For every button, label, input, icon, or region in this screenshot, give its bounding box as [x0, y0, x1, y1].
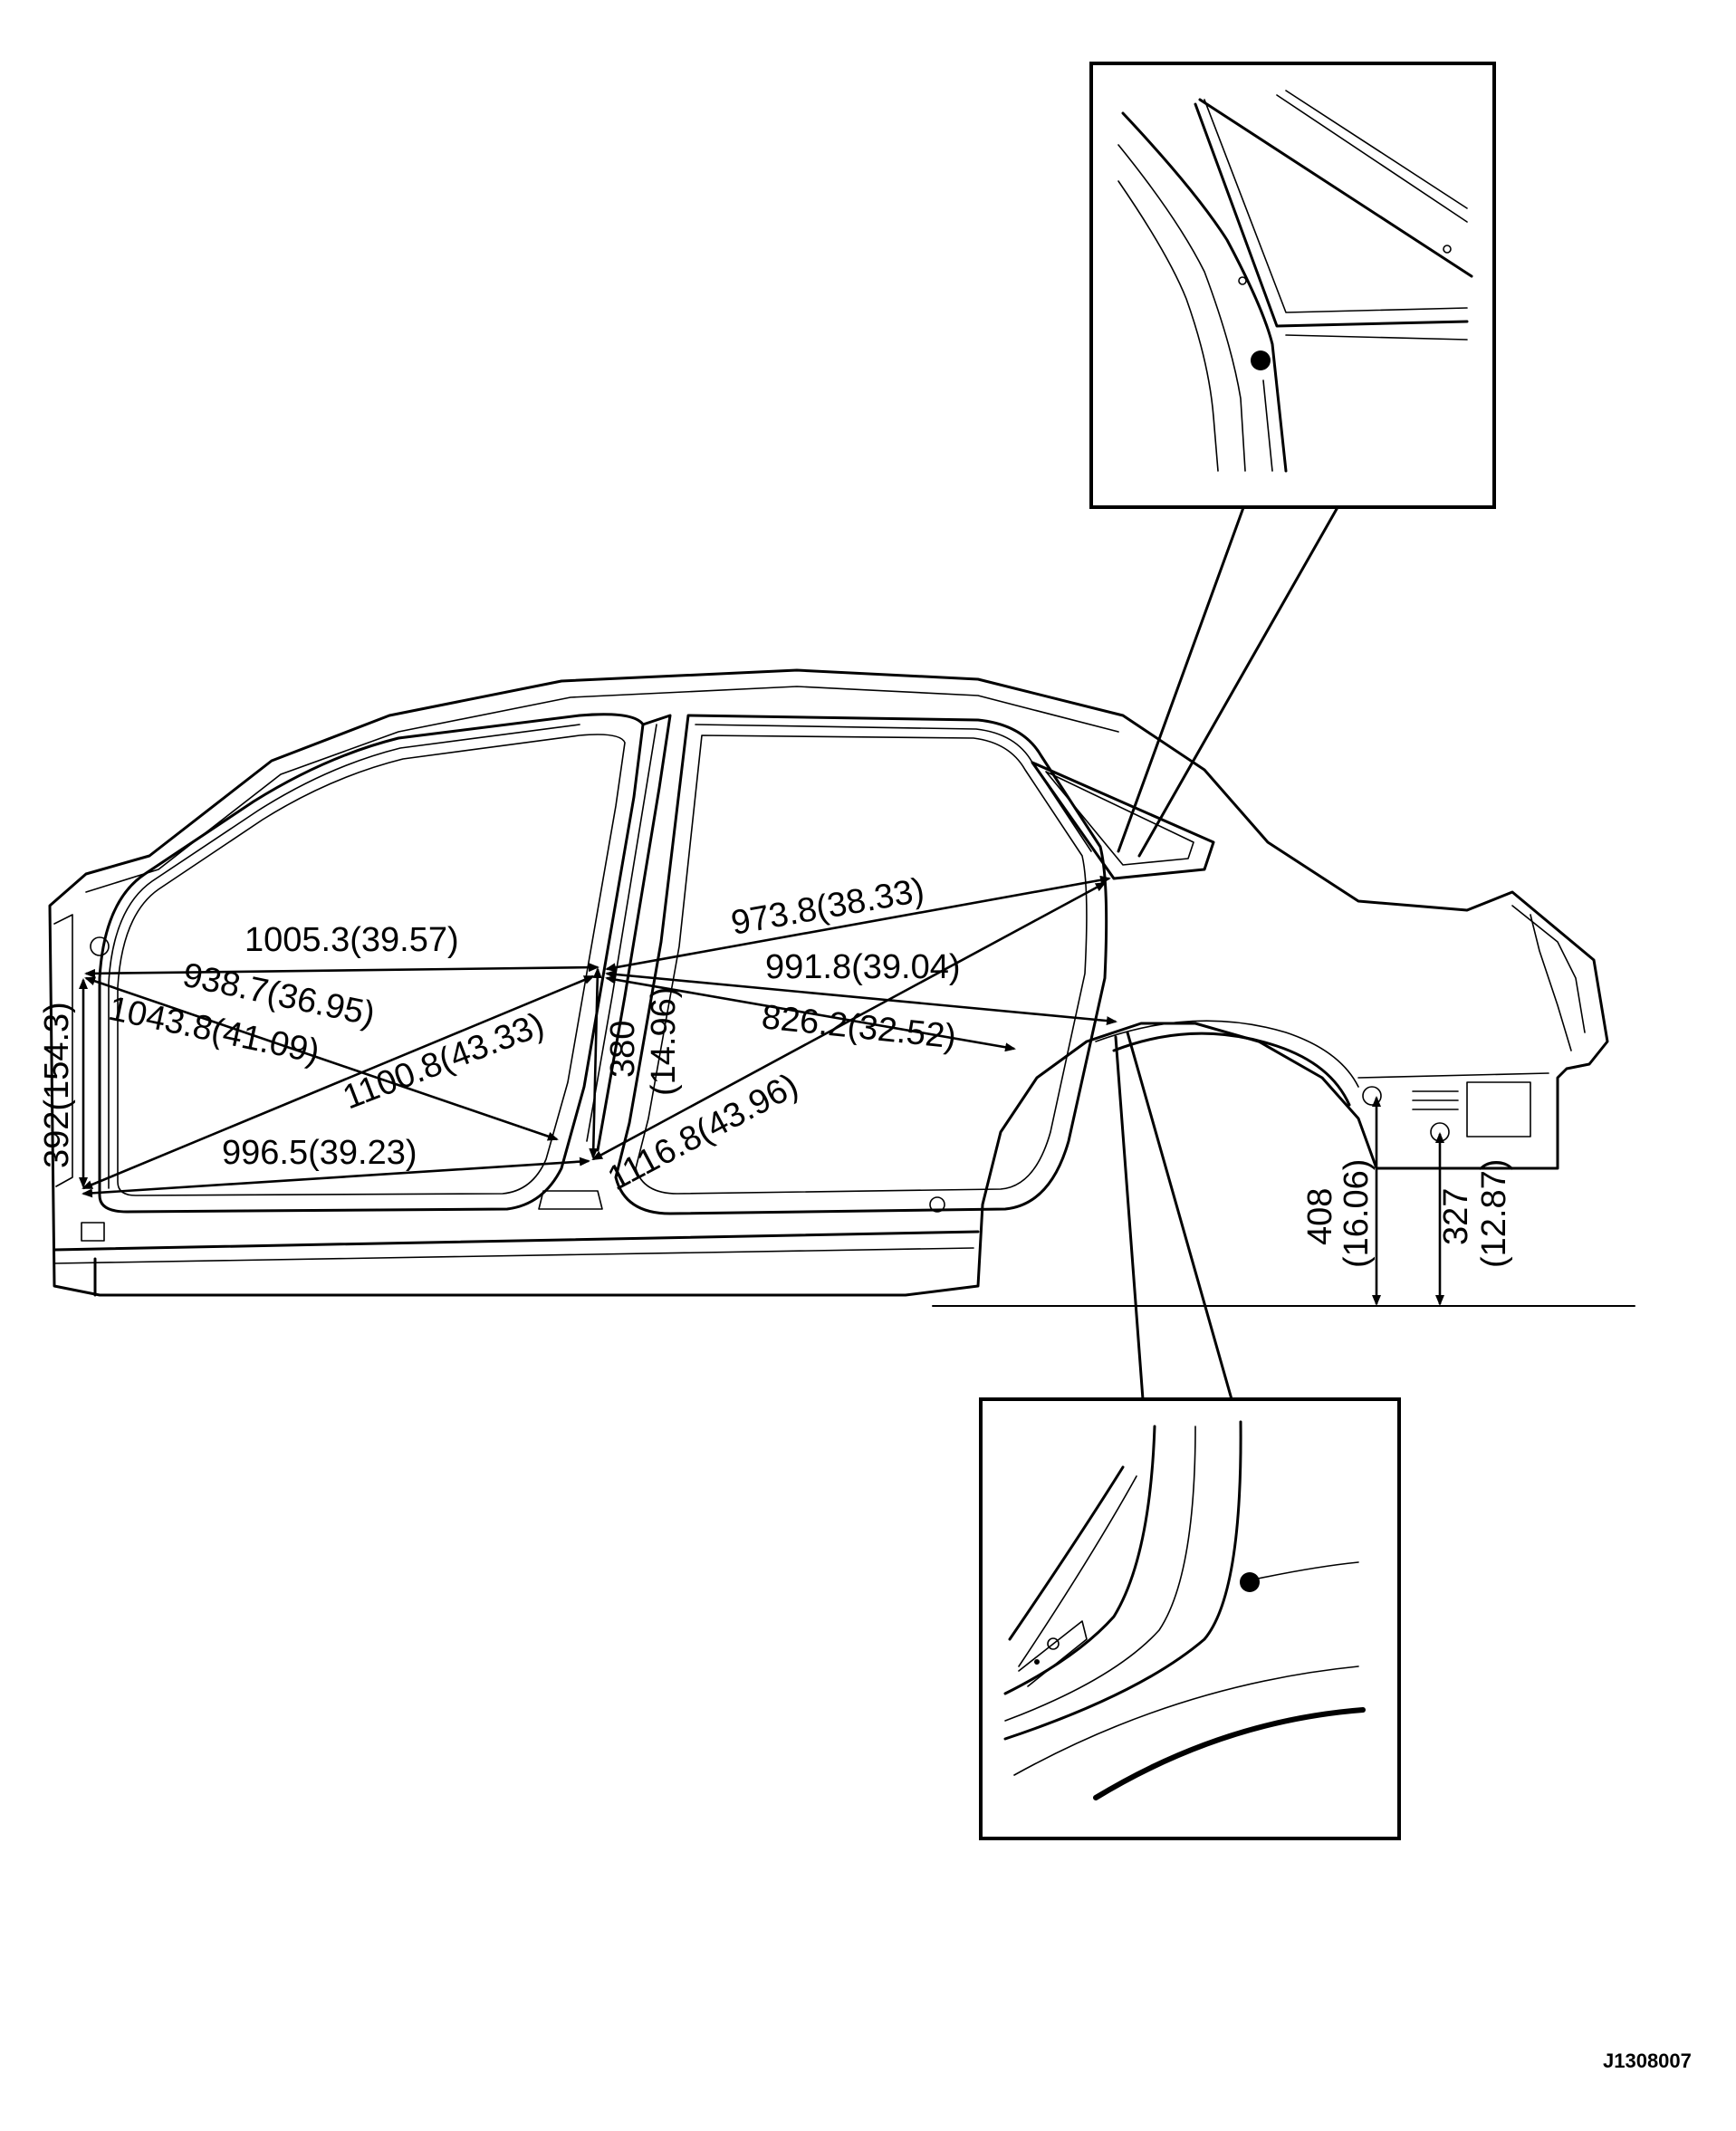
dimension-label: 408 — [1301, 1188, 1339, 1245]
dimension-label: 1005.3(39.57) — [245, 921, 459, 959]
figure-id: J1308007 — [1603, 2049, 1692, 2072]
dimension-label: 392(154.3) — [38, 1002, 76, 1168]
callout-upper — [1089, 62, 1496, 858]
dimension-label: 826.2(32.52) — [760, 998, 958, 1056]
dimension-label: 996.5(39.23) — [222, 1134, 417, 1172]
dimension-label: 380 — [604, 1021, 642, 1078]
dimension-label: 973.8(38.33) — [728, 871, 927, 943]
dimension-label: 991.8(39.04) — [765, 948, 961, 986]
dimension-label: 327 — [1437, 1188, 1475, 1245]
dimension-label: (16.06) — [1338, 1159, 1376, 1268]
dimension-label: 1116.8(43.96) — [602, 1066, 805, 1198]
callout-lower-detail — [1003, 1420, 1366, 1800]
callout-upper-detail — [1117, 90, 1473, 473]
callout-lower — [979, 1031, 1401, 1840]
car-body-side — [48, 668, 1635, 1307]
dimension-label: (12.87) — [1475, 1159, 1513, 1268]
dimension-label: (14.96) — [645, 987, 683, 1096]
dimension-labels: 1005.3(39.57) 938.7(36.95) 1043.8(41.09)… — [38, 871, 1513, 1268]
dimension-lines — [79, 875, 1444, 1306]
